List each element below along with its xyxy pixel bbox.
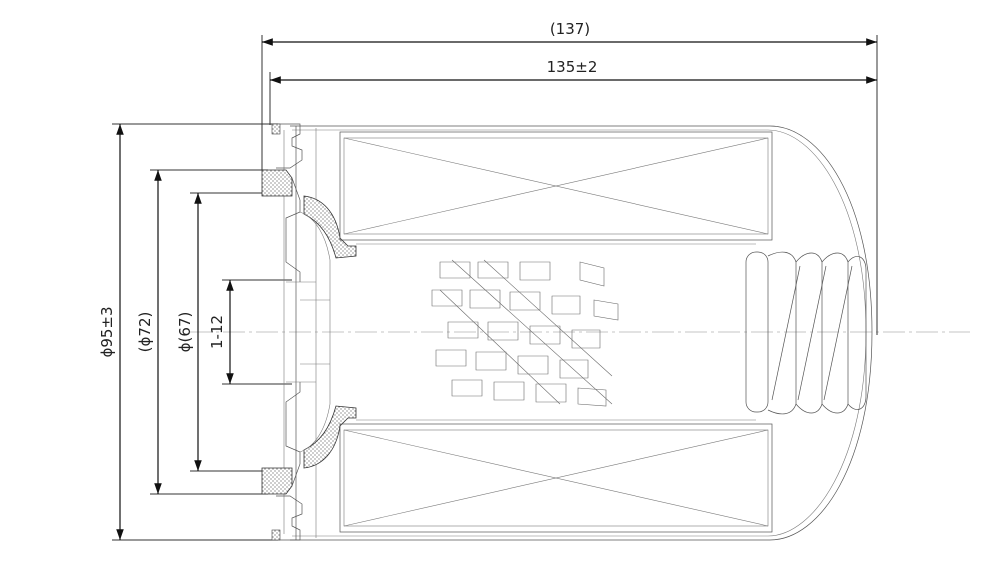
dim-label-body-length: 135±2 — [547, 58, 598, 76]
relief-spring — [745, 251, 867, 415]
dim-body-length: 135±2 — [269, 58, 877, 125]
dim-label-gasket-diameter: (ϕ72) — [136, 312, 154, 353]
dim-label-thread: 1-12 — [208, 315, 226, 349]
lock-seam — [271, 123, 303, 541]
center-tube-perforations — [431, 259, 619, 407]
filter-media-top — [339, 131, 773, 245]
filter-media-bottom — [339, 419, 773, 533]
baseplate — [285, 177, 330, 487]
dim-overall-length: (137) — [261, 20, 878, 335]
dim-gasket-inner-diameter: ϕ(67) — [176, 192, 268, 472]
dim-gasket-diameter: (ϕ72) — [136, 169, 268, 495]
dim-label-gasket-inner-diameter: ϕ(67) — [176, 312, 194, 353]
dim-thread: 1-12 — [208, 279, 292, 385]
dim-label-overall-length: (137) — [550, 20, 590, 38]
filter-housing — [283, 125, 873, 541]
gasket — [261, 169, 293, 495]
dim-outer-diameter: ϕ95±3 — [98, 123, 278, 541]
dim-label-outer-diameter: ϕ95±3 — [98, 306, 116, 357]
